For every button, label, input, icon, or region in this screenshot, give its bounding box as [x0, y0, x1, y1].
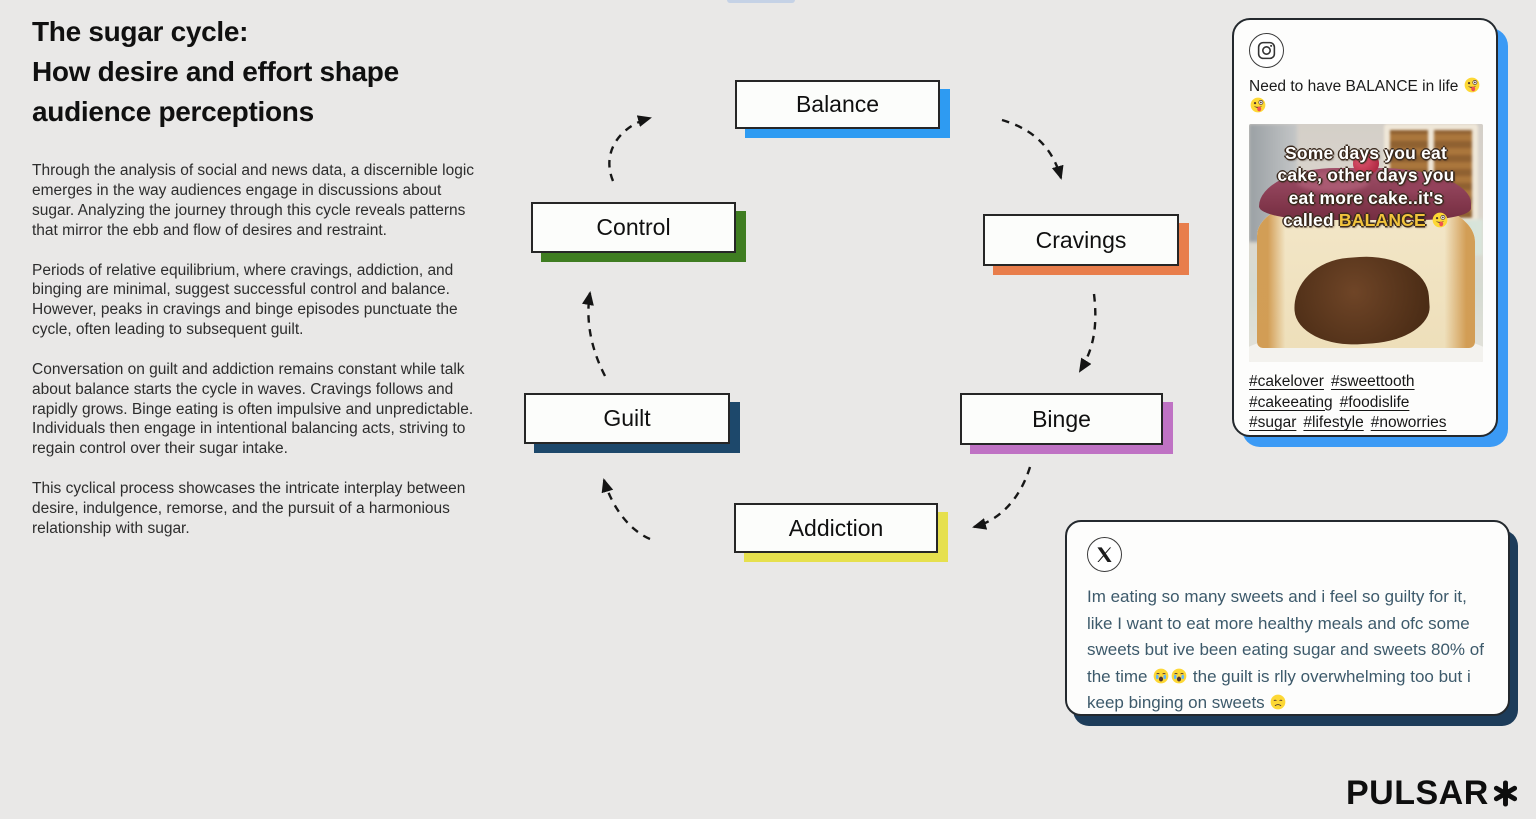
hashtag-line: #sugar #lifestyle #noworries [1249, 413, 1481, 434]
arrow-guilt-to-control [582, 291, 607, 377]
page-title-line: How desire and effort shape [32, 55, 399, 87]
hashtag-line: #cakeeating #foodislife [1249, 393, 1481, 414]
hashtag-link[interactable]: #foodislife [1339, 393, 1410, 411]
cake-frosting [1259, 168, 1471, 221]
intro-paragraph: This cyclical process showcases the intr… [32, 480, 466, 537]
cake-chocolate-core [1291, 252, 1433, 349]
instagram-caption: Need to have BALANCE in life [1249, 77, 1481, 116]
cycle-node-label: Guilt [603, 405, 651, 431]
overlay-line: called BALANCE [1249, 209, 1483, 231]
pulsar-logo: PULSAR [1346, 774, 1519, 813]
cycle-node-binge: Binge [960, 393, 1163, 445]
cycle-node-control: Control [531, 202, 736, 253]
arrow-binge-to-addiction [972, 466, 1032, 530]
overlay-highlight: BALANCE [1338, 210, 1426, 231]
x-post-card: Im eating so many sweets and i feel so g… [1065, 520, 1510, 716]
page-title: The sugar cycle: How desire and effort s… [32, 12, 492, 131]
x-post-text: Im eating so many sweets and i feel so g… [1087, 587, 1484, 713]
hashtag-link[interactable]: #lifestyle [1303, 414, 1364, 432]
cycle-node-label: Addiction [788, 514, 884, 541]
overlay-prefix: called [1283, 210, 1339, 231]
hashtag-link[interactable]: #noworries [1370, 414, 1447, 432]
cycle-node-label: Control [596, 214, 671, 240]
page-title-line: The sugar cycle: [32, 16, 249, 47]
hashtag-link[interactable]: #cakeeating [1249, 393, 1333, 411]
cake-slice [1257, 152, 1475, 349]
intro-paragraph: Periods of relative equilibrium, where c… [32, 261, 458, 339]
cake-raspberry [1352, 152, 1379, 176]
page-title-line: audience perceptions [32, 95, 314, 127]
instagram-post-card: Need to have BALANCE in life Some days y… [1232, 18, 1498, 437]
overlay-line: eat more cake..it's [1288, 187, 1444, 208]
instagram-icon [1249, 33, 1284, 68]
hashtag-link[interactable]: #sweettooth [1330, 373, 1415, 391]
overlay-emoji [1431, 210, 1449, 230]
hashtag-line: #cakelover #sweettooth [1249, 372, 1481, 393]
intro-paragraph: Through the analysis of social and news … [32, 162, 475, 239]
asterisk-icon [1493, 780, 1517, 807]
x-icon [1087, 537, 1122, 572]
intro-paragraphs: Through the analysis of social and news … [32, 161, 492, 538]
emoji-zany-face [1250, 97, 1266, 113]
pulsar-logo-text: PULSAR [1346, 774, 1489, 812]
cycle-node-cravings: Cravings [983, 214, 1179, 266]
cycle-node-balance: Balance [735, 80, 940, 129]
cycle-node-guilt: Guilt [524, 393, 730, 444]
emoji-disappointed-face [1270, 694, 1286, 710]
emoji-zany-face [1432, 212, 1448, 228]
intro-section: The sugar cycle: How desire and effort s… [32, 12, 492, 559]
cycle-node-addiction: Addiction [734, 503, 938, 553]
cycle-node-label: Balance [795, 91, 880, 117]
hashtag-link[interactable]: #sugar [1249, 414, 1297, 432]
hashtag-link[interactable]: #cakelover [1249, 373, 1324, 391]
cycle-node-label: Cravings [1035, 226, 1127, 253]
overlay-line: Some days you eat [1285, 143, 1447, 164]
emoji-zany-face [1464, 77, 1480, 93]
cropped-element-edge [727, 0, 795, 3]
arrow-balance-to-cravings [1001, 118, 1064, 180]
arrow-control-to-balance [608, 115, 652, 182]
instagram-hashtags: #cakelover #sweettooth #cakeeating #foodisl… [1249, 372, 1481, 434]
overlay-line: cake, other days you [1277, 165, 1455, 186]
emoji-crying-face [1153, 668, 1169, 684]
cycle-node-label: Binge [1032, 405, 1091, 432]
arrow-cravings-to-binge [1078, 293, 1097, 373]
emoji-crying-face [1171, 668, 1187, 684]
arrow-addiction-to-guilt [601, 478, 651, 541]
intro-paragraph: Conversation on guilt and addiction rema… [32, 360, 474, 458]
